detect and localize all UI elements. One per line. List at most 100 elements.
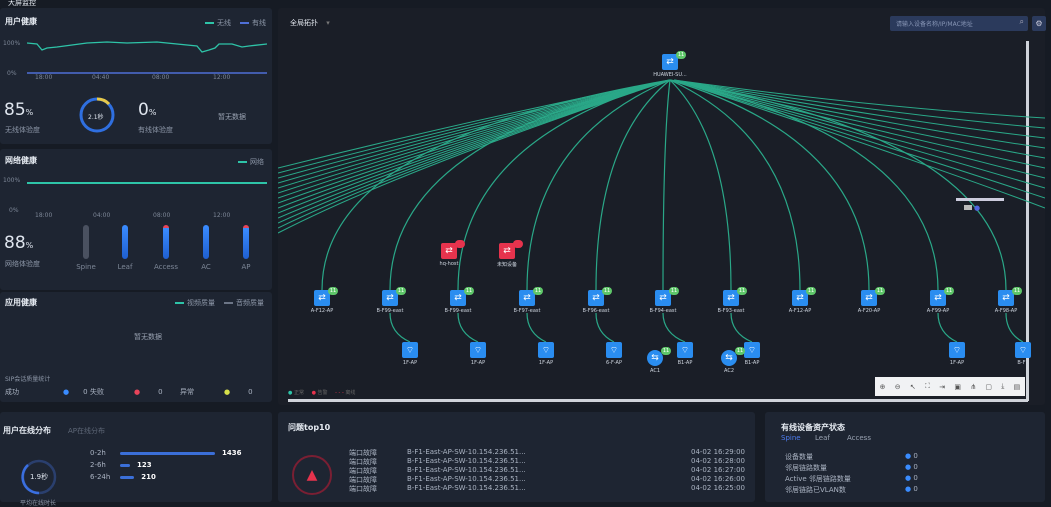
fit-screen-icon[interactable]: ⛶ — [925, 382, 930, 390]
legend-label: 视频质量 — [187, 299, 215, 307]
node-label: 6-F-AP — [606, 360, 622, 366]
label: 失败 — [90, 388, 104, 396]
zoom-out-icon[interactable]: ⊖ — [894, 382, 901, 391]
settings-button[interactable]: ⚙ — [1032, 16, 1046, 31]
switch-node[interactable]: ⇄ — [930, 290, 946, 306]
copy-icon[interactable]: ▢ — [985, 382, 993, 391]
layout-icon[interactable]: ⇥ — [939, 382, 946, 391]
node-label: 未知设备 — [496, 262, 518, 268]
ap-node[interactable]: ⌔ — [677, 342, 693, 358]
topology-link — [389, 79, 671, 291]
node-label: HUAWEI-SU... — [653, 72, 687, 78]
node-label: A-F12-AP — [788, 308, 812, 314]
ap-node[interactable]: ⌔ — [1015, 342, 1031, 358]
switch-node[interactable]: ⇄ — [998, 290, 1014, 306]
switch-node[interactable]: ⇄ — [314, 290, 330, 306]
range-label: 6-24h — [90, 473, 111, 481]
network-line — [27, 182, 267, 184]
ap-node[interactable]: ⌔ — [606, 342, 622, 358]
x-tick: 04:00 — [93, 212, 111, 219]
node-label: B-F94-east — [649, 308, 677, 314]
range-value: 210 — [141, 473, 156, 481]
sip-stat-abnormal: 异常●0 — [180, 388, 253, 396]
switch-node[interactable]: ⇄ — [792, 290, 808, 306]
device-health-bar — [243, 225, 249, 259]
switch-node[interactable]: ⇄ — [723, 290, 739, 306]
switch-node[interactable]: ⇄ — [519, 290, 535, 306]
node-label: A-F98-AP — [994, 308, 1018, 314]
ac-node[interactable]: ⇆ — [647, 350, 663, 366]
legend-label: 有线 — [252, 19, 266, 27]
status-badge: 11 — [396, 287, 406, 295]
legend-video[interactable]: 视频质量 — [175, 298, 215, 308]
bar-label: AP — [241, 263, 251, 271]
horizontal-scrollbar[interactable] — [288, 399, 1028, 402]
tab-access[interactable]: Access — [847, 434, 871, 442]
topology-title[interactable]: 全局拓扑 ▾ — [290, 18, 330, 28]
network-score: 88% — [4, 233, 33, 253]
network-health-panel: 网络健康 网络 100% 0% 18:00 04:00 08:00 12:00 … — [0, 149, 272, 290]
tree-icon[interactable]: ⋔ — [970, 382, 977, 391]
tab-spine[interactable]: Spine — [781, 434, 801, 442]
switch-node[interactable]: ⇄ — [382, 290, 398, 306]
legend-audio[interactable]: 音频质量 — [224, 298, 264, 308]
unit: % — [25, 241, 34, 250]
topology-link — [669, 79, 1007, 291]
user-health-line-chart — [27, 41, 267, 74]
legend-wired[interactable]: 有线 — [240, 18, 266, 28]
panel-title: 用户健康 — [5, 17, 37, 26]
save-icon[interactable]: ▤ — [1013, 382, 1021, 391]
topology-link — [937, 312, 958, 343]
select-icon[interactable]: ↖ — [909, 382, 916, 391]
asset-label: 邻居链路已VLAN数 — [785, 486, 846, 494]
tab-leaf[interactable]: Leaf — [815, 434, 830, 442]
ap-node[interactable]: ⌔ — [402, 342, 418, 358]
switch-node[interactable]: ⇄ — [588, 290, 604, 306]
minimap[interactable]: ● — [956, 198, 1004, 212]
tab-ap-online[interactable]: AP在线分布 — [68, 427, 106, 435]
topology-link — [526, 312, 547, 343]
switch-node[interactable]: ⇄ — [861, 290, 877, 306]
value: 0 — [158, 388, 163, 396]
topology-link — [389, 312, 411, 343]
y-tick: 0% — [9, 207, 19, 214]
topology-link — [278, 79, 671, 169]
ap-node[interactable]: ⌔ — [538, 342, 554, 358]
panel-title: 应用健康 — [5, 298, 37, 307]
user-health-panel: 用户健康 无线 有线 100% 0% 18:00 04:40 08:00 12:… — [0, 8, 272, 144]
legend-network[interactable]: 网络 — [238, 157, 264, 167]
problem-time: 04-02 16:25:00 — [691, 484, 746, 492]
no-data: 暂无数据 — [134, 333, 162, 341]
ap-node[interactable]: ⌔ — [949, 342, 965, 358]
zoom-in-icon[interactable]: ⊕ — [879, 382, 886, 391]
search-input[interactable]: 请输入设备名称/IP/MAC地址 ⌕ — [890, 16, 1028, 31]
alarm-node[interactable]: ⇄ — [499, 243, 515, 259]
no-data: 暂无数据 — [218, 113, 246, 121]
warning-icon: ▲ — [306, 467, 318, 483]
alarm-badge — [455, 240, 465, 248]
range-bar — [120, 452, 215, 455]
ac-node[interactable]: ⇆ — [721, 350, 737, 366]
tab-user-online[interactable]: 用户在线分布 — [3, 426, 51, 435]
root-switch-node[interactable]: ⇄ — [662, 54, 678, 70]
vertical-scrollbar[interactable] — [1026, 41, 1029, 401]
switch-node[interactable]: ⇄ — [450, 290, 466, 306]
wireless-label: 无线体验度 — [5, 126, 40, 134]
problem-type: 端口故障 — [349, 467, 377, 475]
alarm-node[interactable]: ⇄ — [441, 243, 457, 259]
ap-node[interactable]: ⌔ — [744, 342, 760, 358]
topology-link — [278, 79, 671, 204]
x-tick: 12:00 — [213, 212, 231, 219]
value: 0 — [248, 388, 253, 396]
filter-icon[interactable]: ▣ — [954, 382, 961, 391]
switch-node[interactable]: ⇄ — [655, 290, 671, 306]
export-icon[interactable]: ⤓ — [1001, 382, 1005, 390]
search-icon[interactable]: ⌕ — [1019, 17, 1024, 26]
ap-node[interactable]: ⌔ — [470, 342, 486, 358]
node-label: B-F99-east — [376, 308, 404, 314]
problem-type: 端口故障 — [349, 476, 377, 484]
topology-link — [278, 79, 671, 174]
topology-link — [278, 79, 671, 224]
legend-wireless[interactable]: 无线 — [205, 18, 231, 28]
